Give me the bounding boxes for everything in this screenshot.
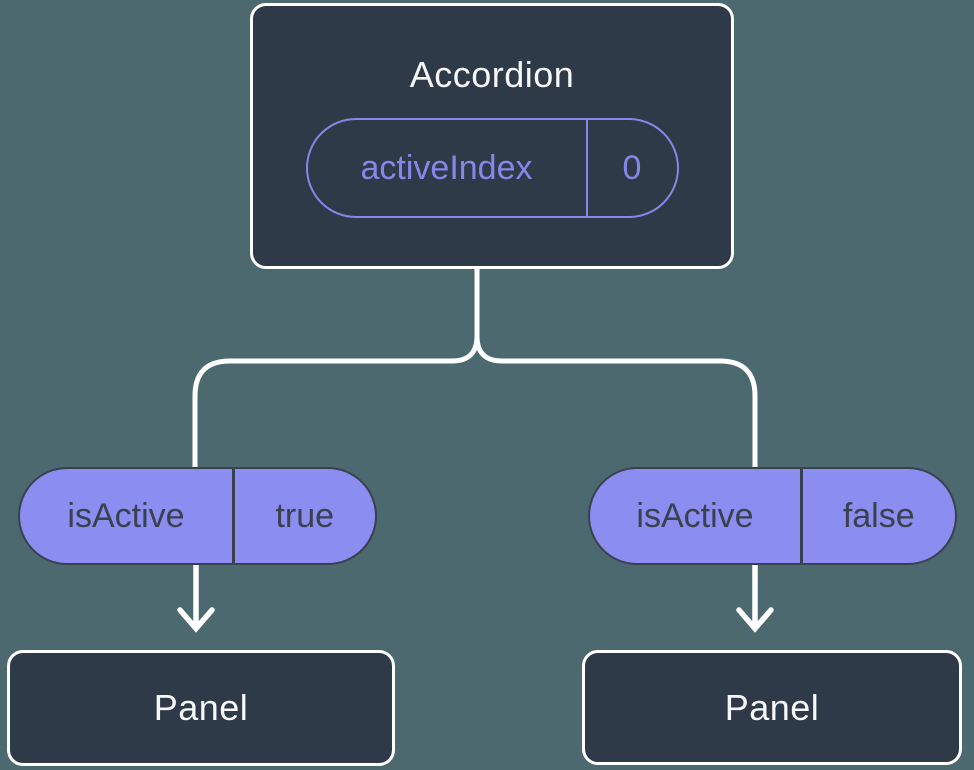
prop-pill-name: isActive [67, 496, 185, 535]
panel-node-label: Panel [724, 686, 820, 728]
panel-node-label: Panel [153, 687, 249, 728]
pill-divider [232, 469, 235, 563]
pill-divider [585, 120, 588, 216]
prop-pill-value: false [842, 496, 915, 535]
accordion-node-label: Accordion [409, 54, 575, 95]
prop-pill-value: true [275, 496, 335, 535]
accordion-node: Accordion activeIndex 0 [250, 3, 734, 269]
state-pill-activeindex: activeIndex 0 [305, 118, 679, 218]
panel-node-left: Panel [7, 650, 395, 766]
prop-pill-name: isActive [636, 496, 754, 535]
connector-right-branch [474, 260, 758, 470]
arrow-down-right-icon [736, 559, 774, 633]
pill-divider [800, 469, 803, 563]
prop-pill-isactive-false: isActive false [588, 467, 957, 565]
arrow-down-left-icon [177, 559, 215, 633]
state-pill-value: 0 [622, 148, 642, 187]
state-pill-name: activeIndex [360, 148, 533, 187]
prop-pill-isactive-true: isActive true [18, 467, 377, 565]
panel-node-right: Panel [582, 650, 962, 765]
connector-left-branch [192, 260, 480, 470]
